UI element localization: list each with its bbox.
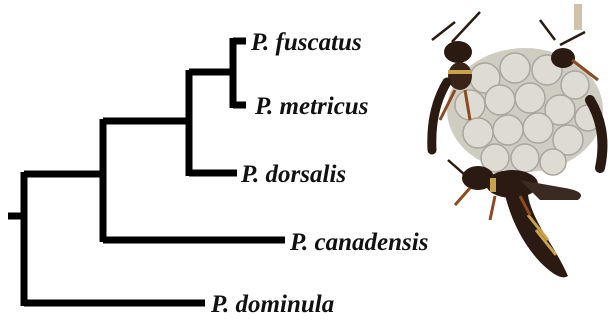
taxon-label-dorsalis: P. dorsalis (240, 161, 346, 188)
taxon-label-fuscatus: P. fuscatus (250, 29, 362, 56)
nest-comb (447, 4, 603, 175)
taxon-label-metricus: P. metricus (254, 93, 368, 120)
taxon-label-canadensis: P. canadensis (289, 229, 428, 256)
wasp-bottom (448, 160, 581, 277)
wasp-nest-photo (432, 4, 603, 277)
taxon-label-dominula: P. dominula (210, 291, 334, 318)
